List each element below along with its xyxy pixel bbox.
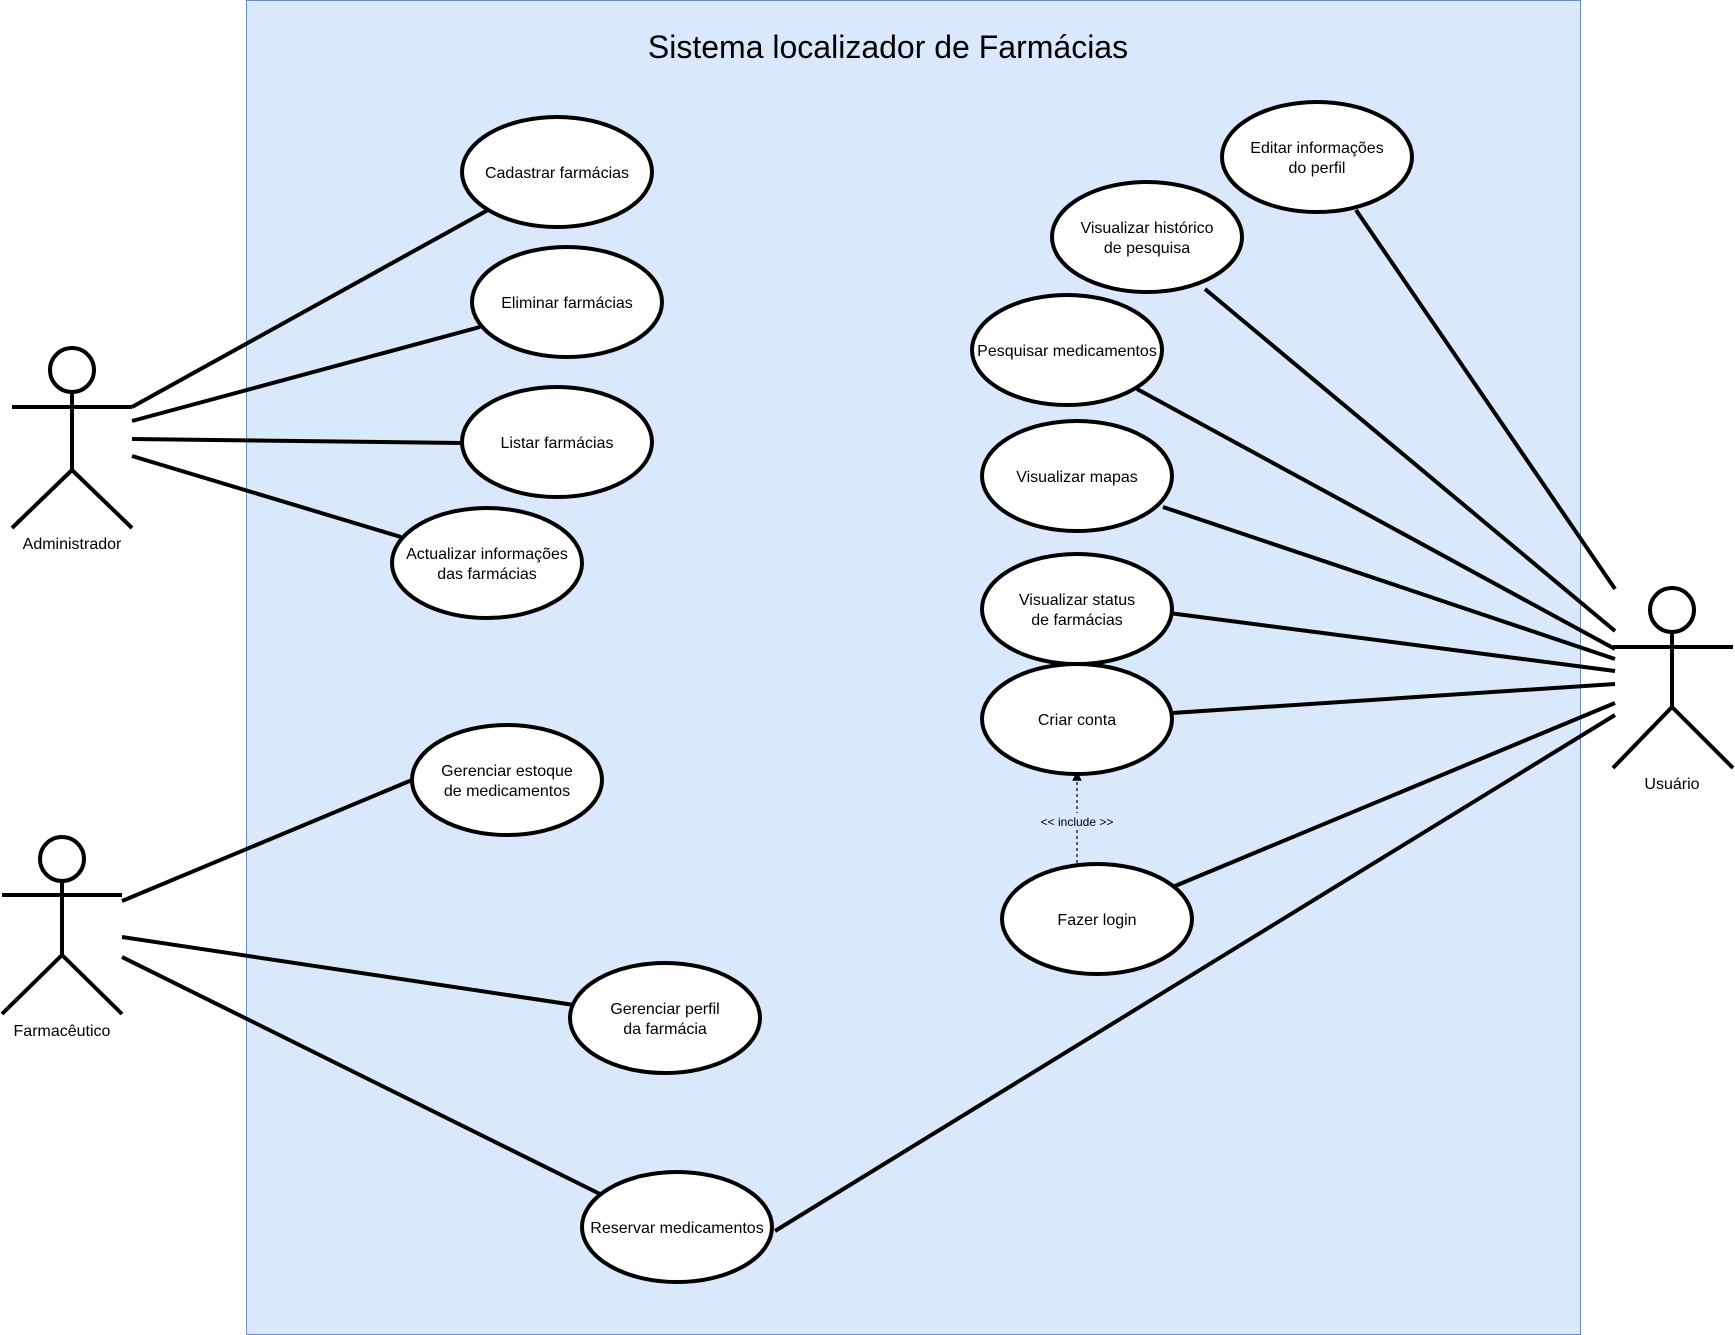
- association-user-criar-conta: [1171, 682, 1616, 715]
- use-case-historico[interactable]: Visualizar histórico de pesquisa: [1050, 180, 1244, 294]
- association-admin-actualizar: [131, 454, 402, 539]
- association-pharm-perfil-farmacia: [121, 935, 575, 1007]
- associations: [121, 208, 1617, 1233]
- actor-user: Usuário: [1611, 586, 1735, 793]
- actor-head: [38, 835, 86, 883]
- use-case-label: Visualizar histórico: [1080, 220, 1213, 237]
- use-case-label: de farmácias: [1031, 612, 1123, 629]
- use-case-label: Visualizar status: [1019, 592, 1135, 609]
- use-case-label: Gerenciar estoque: [441, 763, 573, 780]
- use-case-label: Listar farmácias: [501, 435, 614, 452]
- actor-head: [1648, 586, 1696, 634]
- use-case-ellipse[interactable]: [980, 662, 1174, 776]
- use-case-label: das farmácias: [437, 566, 537, 583]
- actor-left-leg: [0, 953, 64, 1016]
- use-case-label: Actualizar informações: [406, 546, 568, 563]
- actor-pharm: Farmacêutico: [0, 835, 124, 1040]
- actor-right-leg: [1670, 705, 1735, 770]
- use-case-label: de medicamentos: [444, 783, 570, 800]
- use-case-label: Criar conta: [1038, 712, 1116, 729]
- use-case-label: Visualizar mapas: [1016, 469, 1138, 486]
- use-case-ellipse[interactable]: [580, 1170, 774, 1284]
- use-case-eliminar[interactable]: Eliminar farmácias: [470, 245, 664, 359]
- actor-label: Usuário: [1644, 776, 1699, 793]
- use-case-ellipse[interactable]: [1220, 100, 1414, 214]
- use-case-status[interactable]: Visualizar status de farmácias: [980, 552, 1174, 666]
- association-user-historico: [1203, 287, 1617, 633]
- system-boundary: [246, 0, 1581, 1335]
- use-case-label: de pesquisa: [1104, 240, 1190, 257]
- association-admin-listar: [131, 437, 463, 445]
- use-case-ellipse[interactable]: [1050, 180, 1244, 294]
- use-case-ellipse[interactable]: [460, 385, 654, 499]
- association-user-mapas: [1162, 505, 1616, 661]
- use-case-reservar[interactable]: Reservar medicamentos: [580, 1170, 774, 1284]
- actor-right-leg: [70, 468, 134, 530]
- association-user-pesquisar: [1136, 387, 1616, 651]
- actor-label: Administrador: [23, 536, 122, 553]
- include-label: << include >>: [1041, 815, 1114, 829]
- actor-left-leg: [10, 468, 74, 530]
- include-label-background: [1037, 813, 1117, 829]
- actor-right-leg: [60, 953, 124, 1016]
- use-case-label: Eliminar farmácias: [501, 295, 633, 312]
- use-case-editar-perfil[interactable]: Editar informações do perfil: [1220, 100, 1414, 214]
- use-case-ellipse[interactable]: [970, 293, 1164, 407]
- include-relationship: << include >>: [1037, 771, 1117, 863]
- use-case-ellipse[interactable]: [410, 723, 604, 837]
- use-case-login[interactable]: Fazer login: [1000, 862, 1194, 976]
- use-case-label: Gerenciar perfil: [610, 1001, 719, 1018]
- use-case-label: da farmácia: [623, 1021, 707, 1038]
- association-admin-cadastrar: [131, 208, 489, 409]
- association-admin-eliminar: [131, 325, 481, 423]
- system-title: Sistema localizador de Farmácias: [648, 29, 1128, 65]
- use-case-estoque[interactable]: Gerenciar estoque de medicamentos: [410, 723, 604, 837]
- use-case-pesquisar[interactable]: Pesquisar medicamentos: [970, 293, 1164, 407]
- use-case-cadastrar[interactable]: Cadastrar farmácias: [460, 115, 654, 229]
- actor-label: Farmacêutico: [14, 1023, 111, 1040]
- use-case-ellipse[interactable]: [1000, 862, 1194, 976]
- association-pharm-estoque: [121, 778, 413, 903]
- use-case-listar[interactable]: Listar farmácias: [460, 385, 654, 499]
- actor-left-leg: [1611, 705, 1674, 770]
- use-case-mapas[interactable]: Visualizar mapas: [980, 419, 1174, 533]
- use-case-label: do perfil: [1289, 160, 1346, 177]
- use-case-label: Cadastrar farmácias: [485, 165, 629, 182]
- use-case-actualizar[interactable]: Actualizar informações das farmácias: [390, 506, 584, 620]
- use-case-ellipse[interactable]: [470, 245, 664, 359]
- association-user-status: [1168, 611, 1616, 673]
- use-case-perfil-farmacia[interactable]: Gerenciar perfil da farmácia: [568, 961, 762, 1075]
- use-case-ellipse[interactable]: [980, 552, 1174, 666]
- association-user-login: [1174, 701, 1616, 888]
- use-case-label: Editar informações: [1250, 140, 1383, 157]
- association-user-editar-perfil: [1354, 208, 1617, 591]
- actor-head: [48, 346, 96, 394]
- use-case-label: Pesquisar medicamentos: [977, 343, 1157, 360]
- use-case-ellipse[interactable]: [460, 115, 654, 229]
- association-pharm-reservar: [121, 955, 605, 1198]
- use-case-criar-conta[interactable]: Criar conta: [980, 662, 1174, 776]
- use-case-ellipse[interactable]: [390, 506, 584, 620]
- association-user-reservar: [773, 713, 1617, 1233]
- actor-admin: Administrador: [10, 346, 134, 553]
- use-case-ellipse[interactable]: [568, 961, 762, 1075]
- use-case-label: Fazer login: [1057, 912, 1136, 929]
- use-case-ellipse[interactable]: [980, 419, 1174, 533]
- use-case-label: Reservar medicamentos: [590, 1220, 763, 1237]
